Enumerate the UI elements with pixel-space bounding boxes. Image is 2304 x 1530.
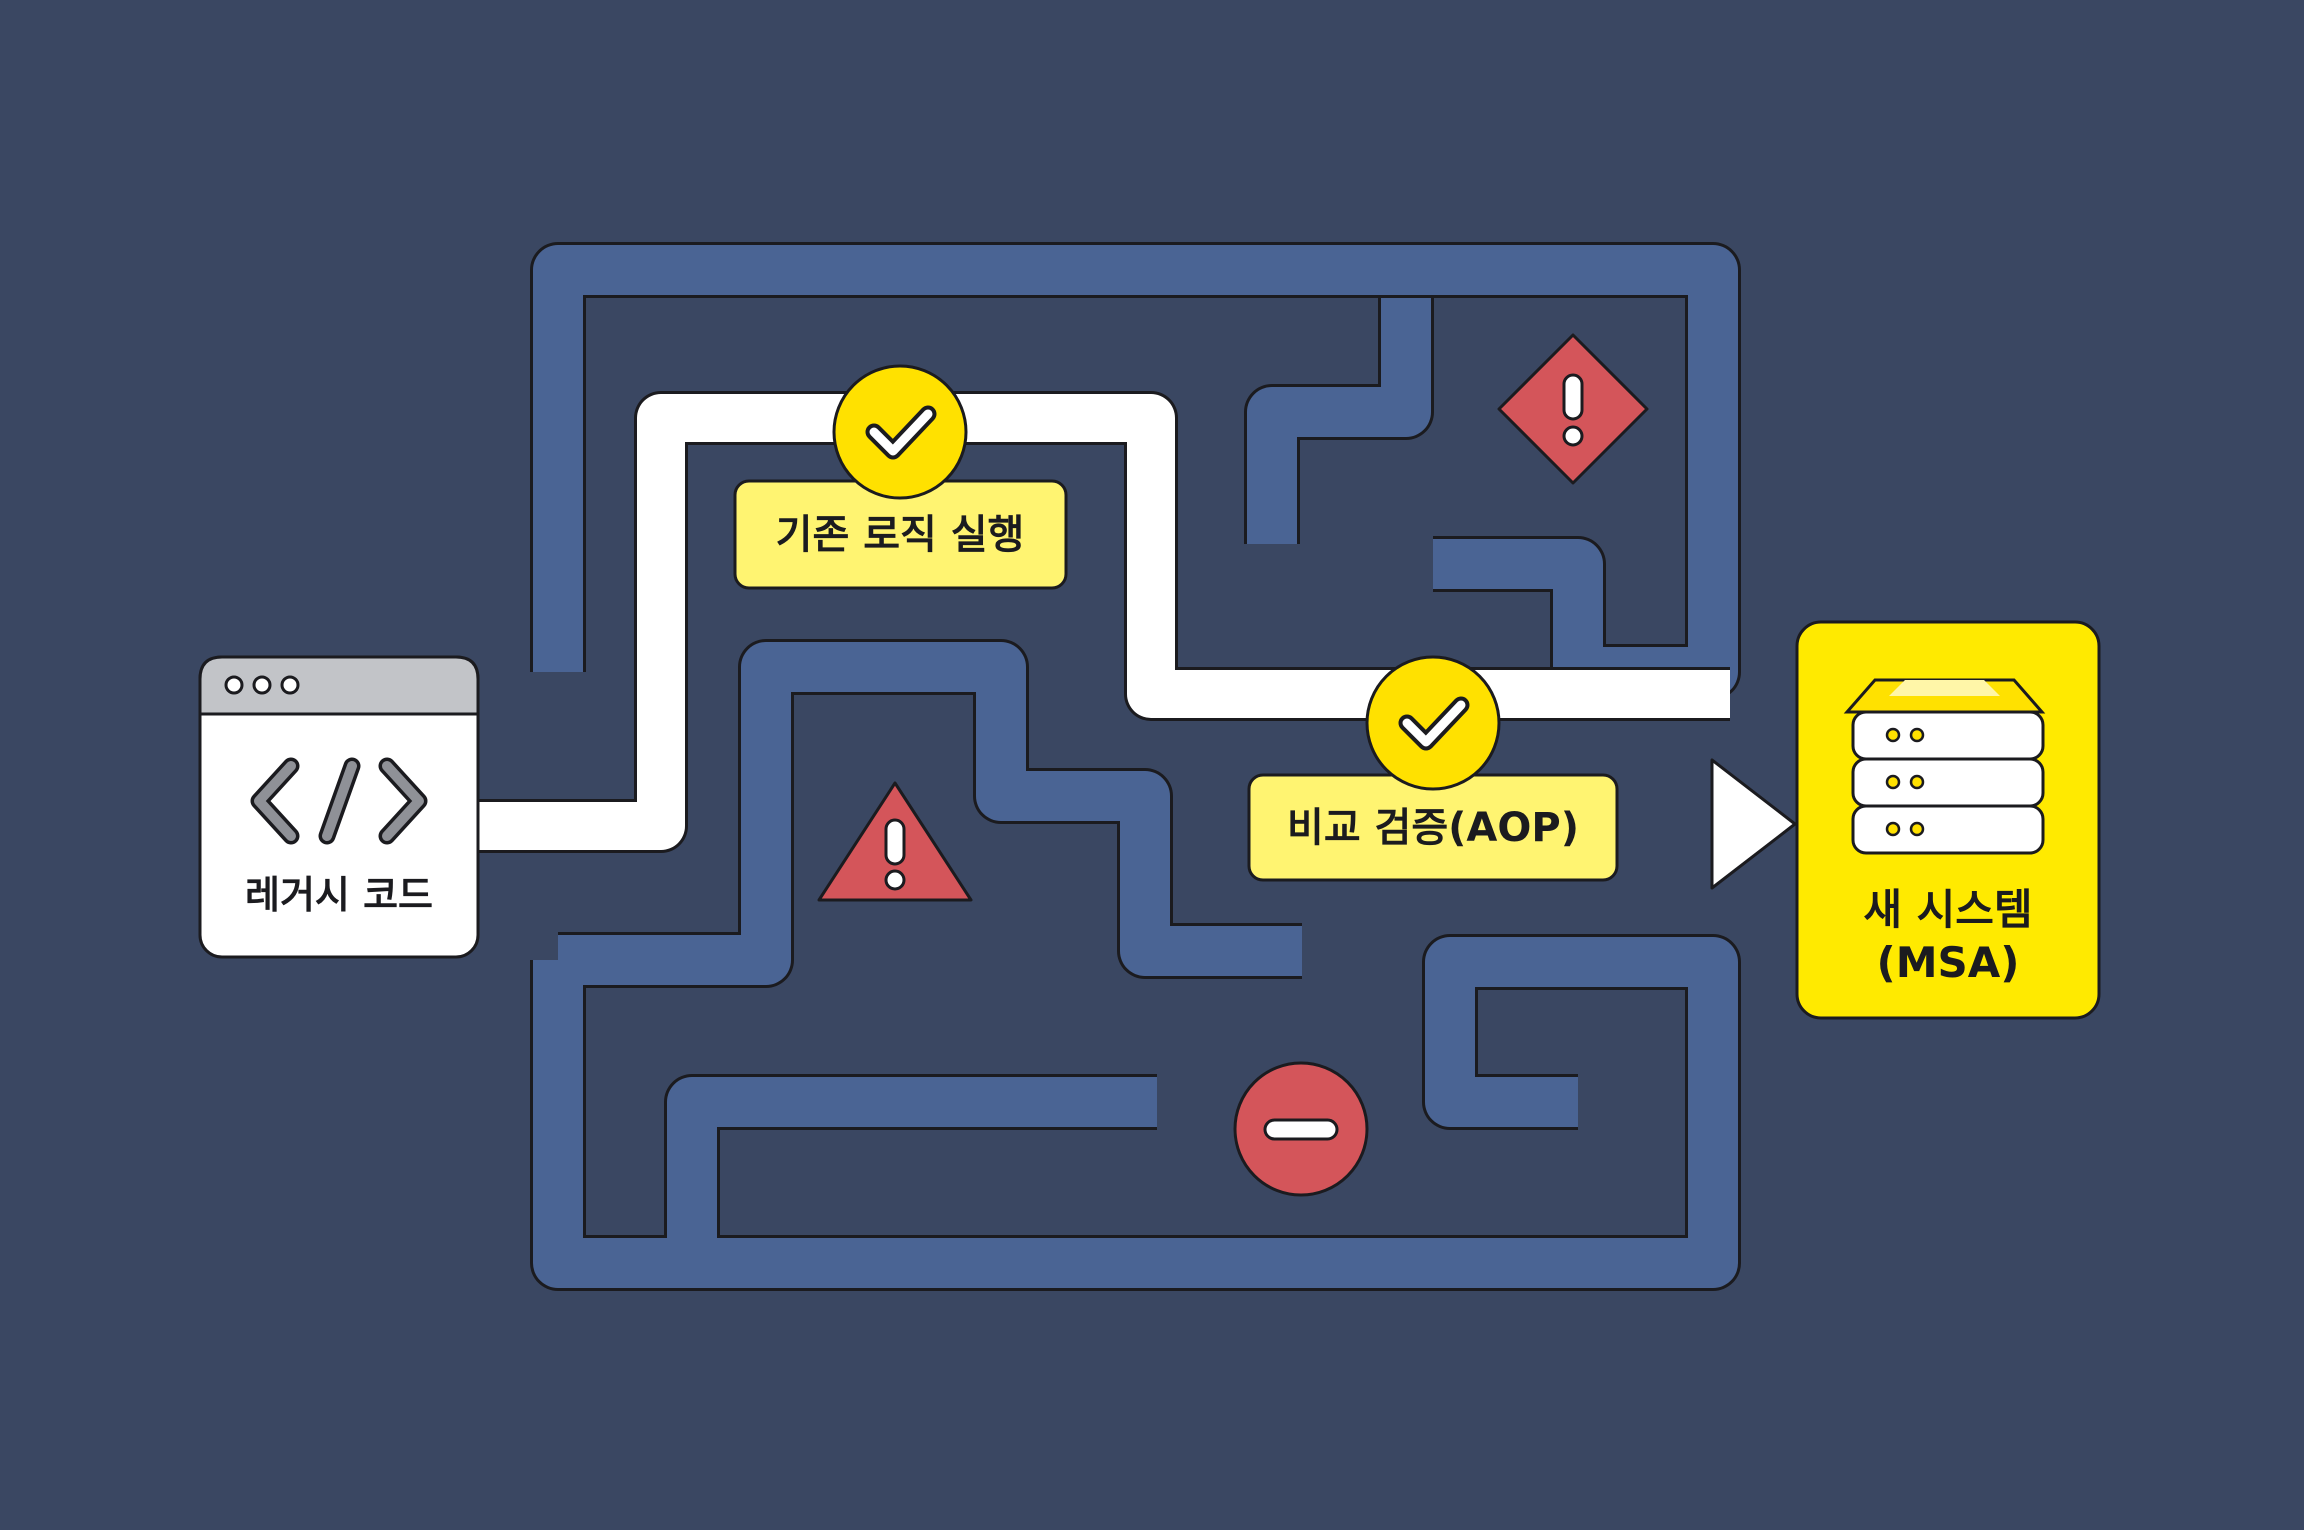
compare-verify-label: 비교 검증(AOP) — [1287, 805, 1579, 851]
target-label-line1: 새 시스템 — [1863, 885, 2032, 934]
step-compare-verify: 비교 검증(AOP) — [1247, 655, 1619, 882]
arrow-head-icon — [1710, 758, 1797, 890]
warning-triangle-icon — [817, 781, 973, 902]
existing-logic-label: 기존 로직 실행 — [776, 512, 1025, 558]
target-system-card: 새 시스템 (MSA) — [1795, 620, 2101, 1020]
stop-circle-icon — [1233, 1061, 1369, 1197]
step-existing-logic: 기존 로직 실행 — [733, 364, 1068, 590]
window-dots-icon — [224, 675, 300, 695]
legacy-label: 레거시 코드 — [245, 873, 433, 917]
minus-icon — [1263, 1118, 1339, 1141]
legacy-code-card: 레거시 코드 — [198, 655, 480, 959]
exclamation-icon — [884, 818, 906, 866]
target-label-line2: (MSA) — [1877, 938, 2020, 987]
server-stack-icon — [1843, 678, 2046, 855]
code-brackets-icon — [250, 757, 428, 845]
warning-diamond-icon — [1497, 333, 1649, 485]
exclamation-icon — [1562, 373, 1584, 421]
